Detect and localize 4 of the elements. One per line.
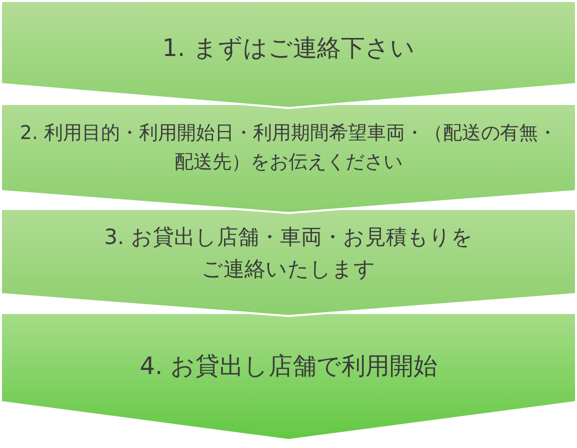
step-text: 1. まずはご連絡下さい — [161, 33, 416, 64]
step-text: 3. お貸出し店舗・車両・お見積もりをご連絡いたします — [103, 224, 474, 282]
step-text: 2. 利用目的・利用開始日・利用期間希望車両・（配送の有無・配送先）をお伝えください — [18, 121, 558, 174]
step-text: 4. お貸出し店舗で利用開始 — [138, 351, 438, 382]
